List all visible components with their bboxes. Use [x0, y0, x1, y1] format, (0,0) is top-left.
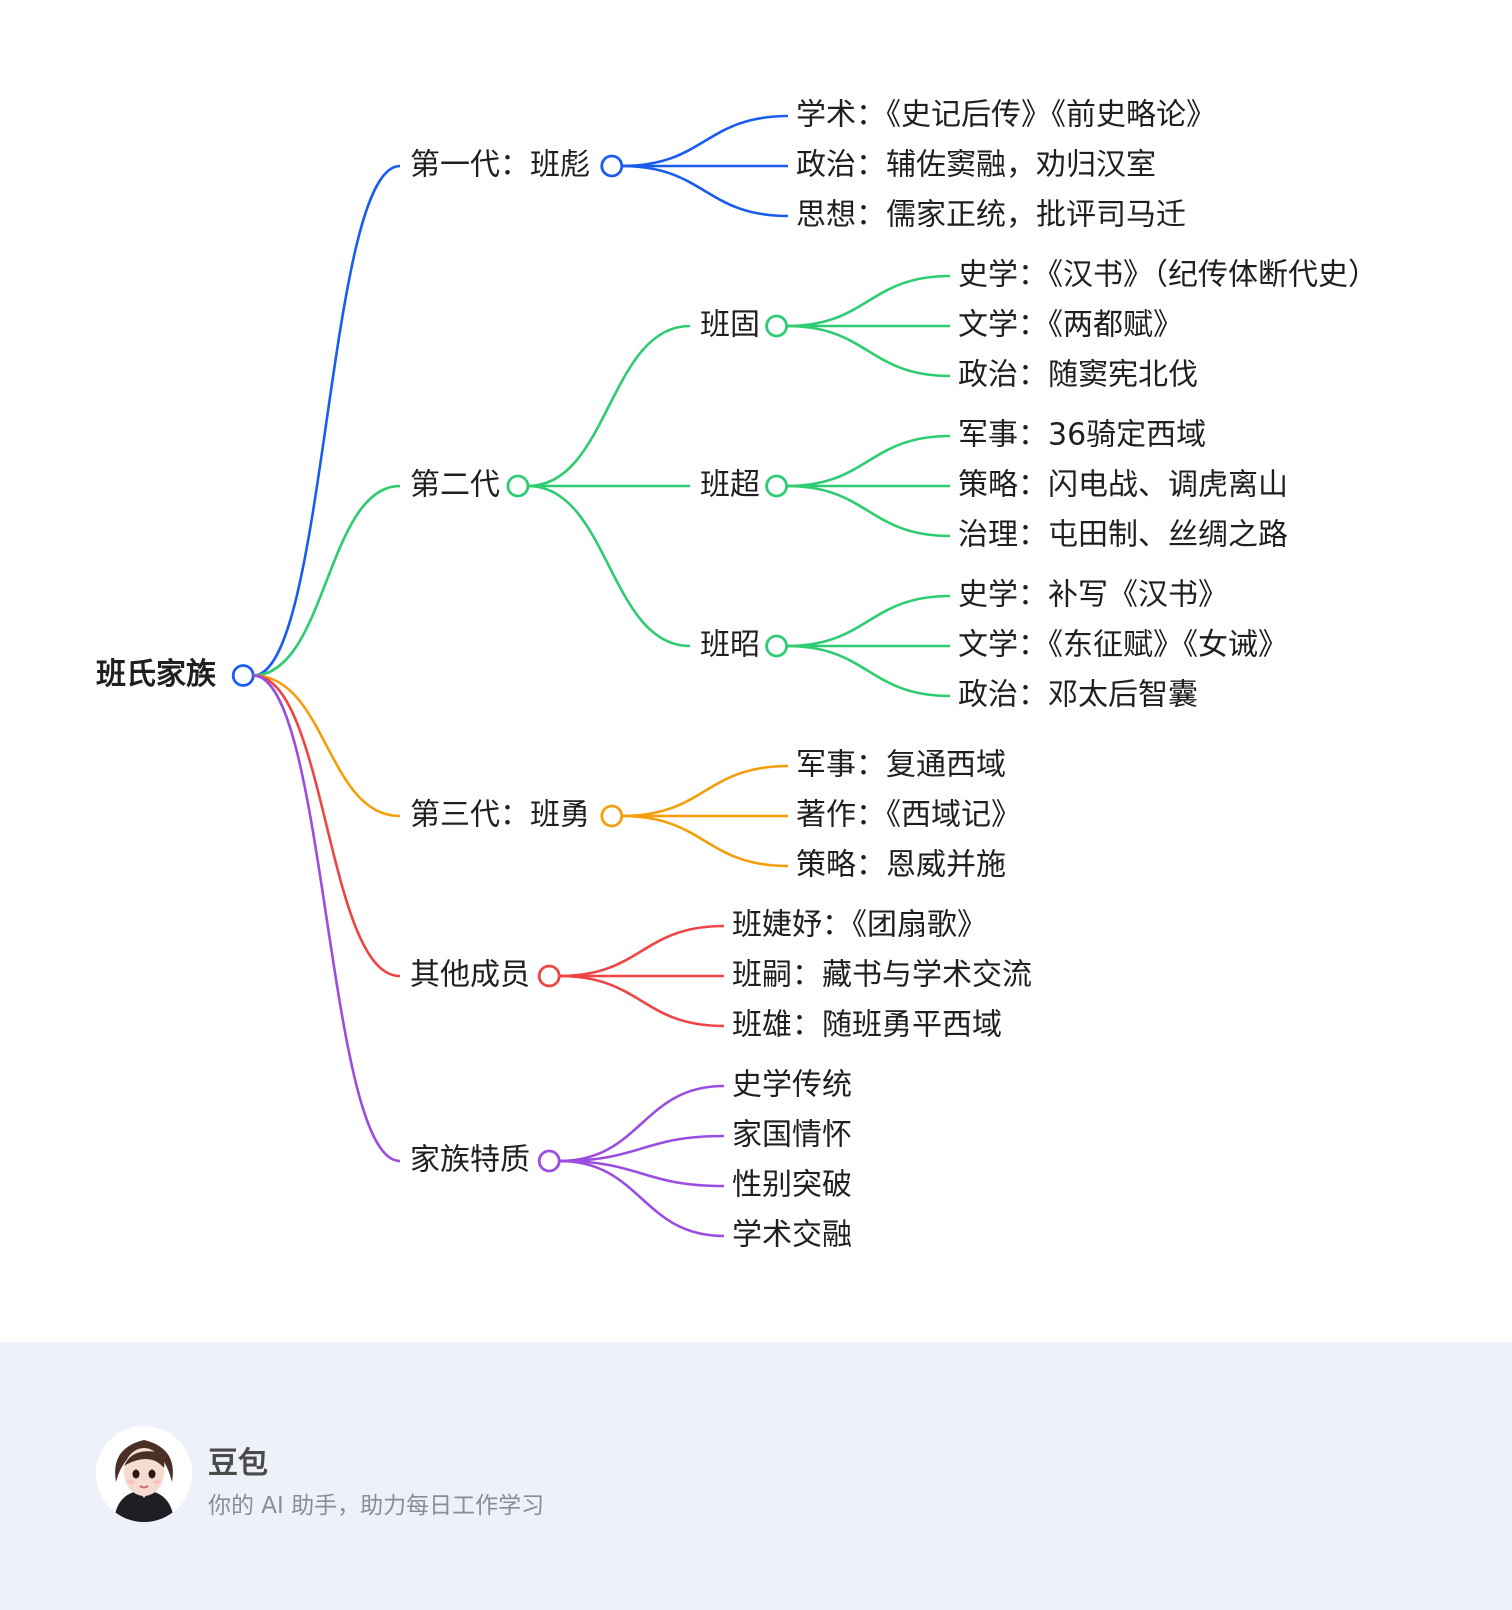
leaf-label: 学术交融 — [732, 1218, 852, 1253]
branch-connector-4 — [253, 674, 401, 978]
branch-connector-3 — [253, 674, 401, 818]
leaf-connector-2-3 — [786, 484, 951, 538]
root-node-circle — [231, 664, 255, 687]
leaf-connector-4-1 — [559, 924, 725, 978]
leaf-connector-2-1 — [786, 434, 951, 488]
branch-connector-2 — [253, 484, 401, 677]
leaf-label: 史学：《汉书》（纪传体断代史） — [958, 258, 1378, 293]
sub-node-circle-2 — [765, 474, 788, 498]
leaf-label: 文学：《东征赋》《女诫》 — [958, 628, 1288, 663]
leaf-connector-4-3 — [559, 974, 725, 1028]
branch-label-3: 第三代：班勇 — [410, 798, 590, 833]
leaf-label: 治理：屯田制、丝绸之路 — [958, 518, 1288, 553]
leaf-label: 性别突破 — [732, 1168, 852, 1203]
leaf-connector-1-3 — [621, 164, 789, 218]
branch-label-1: 第一代：班彪 — [410, 148, 590, 183]
leaf-label: 家国情怀 — [732, 1118, 852, 1153]
leaf-connector-3-3 — [621, 814, 789, 868]
avatar — [96, 1426, 192, 1522]
leaf-connector-3-1 — [786, 594, 951, 648]
leaf-label: 史学：补写《汉书》 — [958, 578, 1228, 613]
leaf-connector-5-4 — [559, 1159, 725, 1238]
branch-label-2: 第二代 — [410, 468, 500, 503]
branch-connector-5 — [253, 674, 401, 1163]
leaf-label: 策略：闪电战、调虎离山 — [958, 468, 1288, 503]
branch-node-circle-3 — [600, 804, 624, 828]
leaf-connector-5-1 — [559, 1084, 725, 1163]
leaf-label: 著作：《西域记》 — [796, 798, 1021, 833]
sub-connector-2-3 — [527, 484, 691, 648]
leaf-connector-3-3 — [786, 644, 951, 698]
leaf-label: 思想：儒家正统，批评司马迁 — [796, 198, 1186, 233]
leaf-label: 史学传统 — [732, 1068, 852, 1103]
leaf-connector-1-3 — [786, 324, 951, 378]
brand-name: 豆包 — [208, 1446, 268, 1481]
root-label: 班氏家族 — [96, 657, 217, 692]
sub-label-班固: 班固 — [700, 308, 760, 343]
leaf-label: 军事：36骑定西域 — [958, 418, 1206, 453]
leaf-connector-5-3 — [559, 1159, 725, 1188]
branch-node-circle-2 — [506, 474, 530, 498]
sub-connector-2-1 — [527, 324, 691, 488]
leaf-label: 政治：邓太后智囊 — [958, 678, 1198, 713]
leaf-connector-3-1 — [621, 764, 789, 818]
leaf-label: 班雄：随班勇平西域 — [732, 1008, 1002, 1043]
leaf-label: 班婕妤：《团扇歌》 — [732, 908, 987, 943]
leaf-connector-1-1 — [786, 274, 951, 328]
avatar-portrait-icon — [96, 1426, 192, 1522]
leaf-label: 政治：辅佐窦融，劝归汉室 — [796, 148, 1156, 183]
leaf-label: 军事：复通西域 — [796, 748, 1006, 783]
leaf-label: 策略：恩威并施 — [796, 848, 1006, 883]
branch-label-5: 家族特质 — [410, 1143, 530, 1178]
sub-label-班超: 班超 — [700, 468, 760, 503]
leaf-label: 班嗣：藏书与学术交流 — [732, 958, 1032, 993]
branch-connector-1 — [253, 164, 401, 677]
footer-bar: 豆包 你的 AI 助手，助力每日工作学习 — [0, 1342, 1512, 1610]
leaf-connector-5-2 — [559, 1134, 725, 1163]
brand-tagline: 你的 AI 助手，助力每日工作学习 — [208, 1493, 545, 1519]
leaf-connector-1-1 — [621, 114, 789, 168]
sub-node-circle-1 — [765, 314, 788, 338]
branch-node-circle-4 — [537, 964, 561, 988]
leaf-label: 文学：《两都赋》 — [958, 308, 1183, 343]
leaf-label: 政治：随窦宪北伐 — [958, 358, 1198, 393]
branch-node-circle-1 — [600, 154, 624, 178]
branch-node-circle-5 — [537, 1149, 561, 1173]
branch-label-4: 其他成员 — [410, 958, 530, 993]
leaf-label: 学术：《史记后传》《前史略论》 — [796, 98, 1216, 133]
sub-node-circle-3 — [765, 634, 788, 658]
sub-label-班昭: 班昭 — [700, 628, 760, 663]
mindmap-diagram: 班氏家族 第一代：班彪 学术：《史记后传》《前史略论》政治：辅佐窦融，劝归汉室思想：… — [96, 98, 1378, 1253]
